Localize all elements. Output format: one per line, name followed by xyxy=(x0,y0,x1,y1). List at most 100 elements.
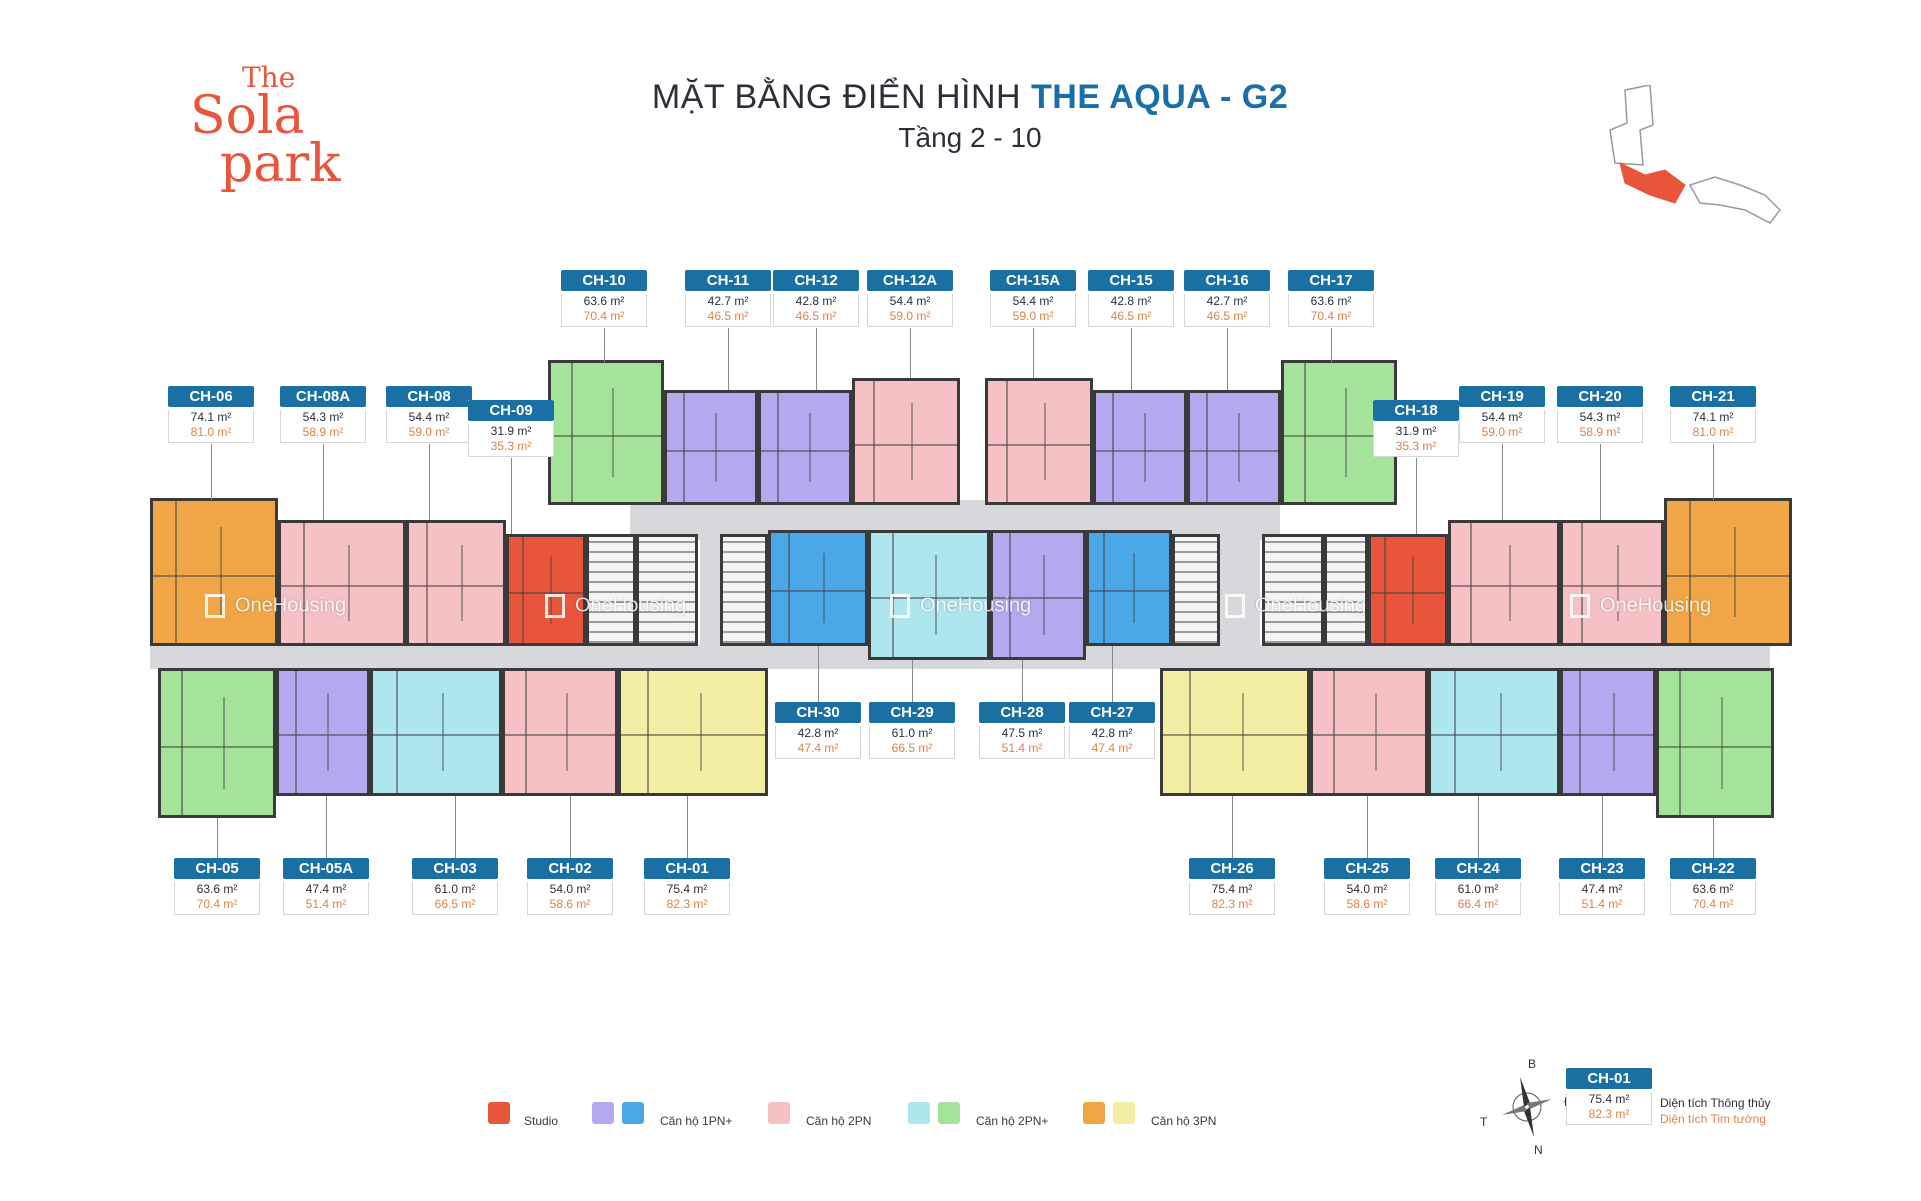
unit-ch-15[interactable] xyxy=(1093,390,1187,505)
unit-ch-22[interactable] xyxy=(1656,668,1774,818)
compass-south: N xyxy=(1534,1143,1543,1157)
unit-area-net: 54.0 m² xyxy=(1346,882,1388,896)
unit-ch-26[interactable] xyxy=(1160,668,1310,796)
unit-ch-03[interactable] xyxy=(370,668,502,796)
unit-code: CH-28 xyxy=(979,702,1065,723)
key-unit-label: CH-01 75.4 m² 82.3 m² xyxy=(1566,1068,1652,1125)
unit-area-gross: 70.4 m² xyxy=(196,897,238,911)
unit-ch-25[interactable] xyxy=(1310,668,1428,796)
unit-area-gross: 70.4 m² xyxy=(1310,309,1352,323)
unit-ch-30[interactable] xyxy=(768,530,868,646)
unit-code: CH-08A xyxy=(280,386,366,407)
unit-ch-27[interactable] xyxy=(1086,530,1172,646)
unit-ch-05a[interactable] xyxy=(276,668,370,796)
unit-area-net: 47.4 m² xyxy=(1581,882,1623,896)
leader-line xyxy=(1600,444,1601,520)
unit-ch-10[interactable] xyxy=(548,360,664,505)
unit-ch-02[interactable] xyxy=(502,668,618,796)
unit-ch-09[interactable] xyxy=(506,534,586,646)
unit-ch-20[interactable] xyxy=(1560,520,1664,646)
leader-line xyxy=(1416,458,1417,534)
unit-ch-15a[interactable] xyxy=(985,378,1093,505)
leader-line xyxy=(217,818,218,858)
unit-ch-16[interactable] xyxy=(1187,390,1281,505)
unit-area-gross: 51.4 m² xyxy=(1581,897,1623,911)
watermark-logo-icon xyxy=(1225,594,1245,618)
unit-ch-19[interactable] xyxy=(1448,520,1560,646)
page-subtitle: Tầng 2 - 10 xyxy=(898,122,1042,153)
legend-swatch xyxy=(908,1102,930,1124)
unit-area-gross: 82.3 m² xyxy=(1211,897,1253,911)
unit-code: CH-30 xyxy=(775,702,861,723)
unit-ch-05[interactable] xyxy=(158,668,276,818)
unit-code: CH-19 xyxy=(1459,386,1545,407)
unit-ch-08[interactable] xyxy=(406,520,506,646)
unit-ch-23[interactable] xyxy=(1560,668,1656,796)
unit-ch-11[interactable] xyxy=(664,390,758,505)
watermark: OneHousing xyxy=(205,594,346,618)
unit-ch-28[interactable] xyxy=(990,530,1086,660)
watermark: OneHousing xyxy=(1225,594,1366,618)
unit-ch-12[interactable] xyxy=(758,390,852,505)
unit-area-net: 47.5 m² xyxy=(1001,726,1043,740)
watermark-logo-icon xyxy=(545,594,565,618)
unit-ch-08a[interactable] xyxy=(278,520,406,646)
unit-area-net: 63.6 m² xyxy=(583,294,625,308)
key-unit-code: CH-01 xyxy=(1566,1068,1652,1089)
key-area-box: 75.4 m² 82.3 m² xyxy=(1566,1092,1652,1125)
leader-line xyxy=(1232,796,1233,858)
unit-area-net: 61.0 m² xyxy=(1457,882,1499,896)
unit-ch-01[interactable] xyxy=(618,668,768,796)
watermark-logo-icon xyxy=(205,594,225,618)
legend-label: Căn hộ 2PN+ xyxy=(976,1114,1049,1128)
unit-ch-21[interactable] xyxy=(1664,498,1792,646)
unit-area-net: 42.8 m² xyxy=(1091,726,1133,740)
unit-code: CH-12 xyxy=(773,270,859,291)
unit-area-gross: 81.0 m² xyxy=(190,425,232,439)
unit-ch-06[interactable] xyxy=(150,498,278,646)
unit-area-gross: 58.6 m² xyxy=(1346,897,1388,911)
unit-code: CH-15A xyxy=(990,270,1076,291)
stair-core-right xyxy=(1324,534,1368,646)
unit-ch-29[interactable] xyxy=(868,530,990,660)
unit-ch-18[interactable] xyxy=(1368,534,1448,646)
unit-ch-24[interactable] xyxy=(1428,668,1560,796)
unit-ch-12a[interactable] xyxy=(852,378,960,505)
